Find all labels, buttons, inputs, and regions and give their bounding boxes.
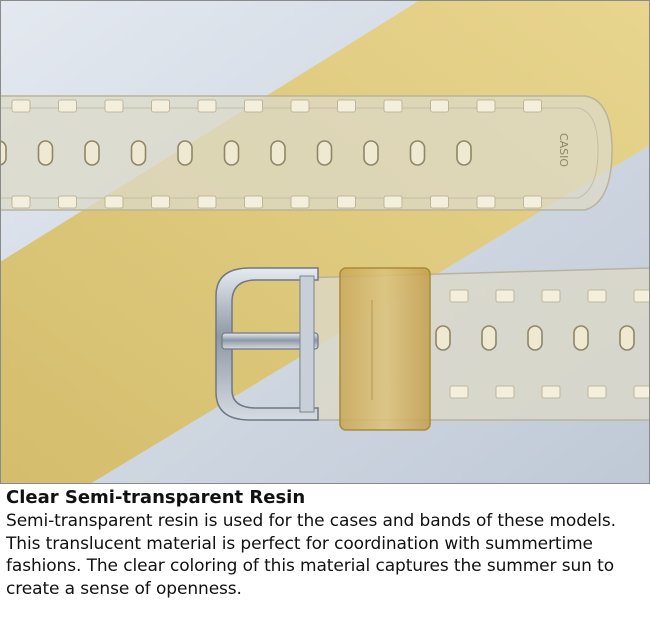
strap-ridge <box>449 289 469 303</box>
buckle <box>215 267 319 421</box>
strap-hole <box>527 325 543 351</box>
strap-ridge <box>11 195 31 209</box>
strap-ridge <box>197 99 217 113</box>
strap-hole <box>0 140 7 166</box>
strap-ridge <box>633 385 650 399</box>
caption: Clear Semi-transparent Resin Semi-transp… <box>6 486 646 600</box>
strap-ridge <box>633 289 650 303</box>
strap-ridge <box>430 195 449 209</box>
strap-ridge <box>244 195 263 209</box>
strap-ridge <box>541 289 561 303</box>
strap-hole <box>177 140 193 166</box>
upper-strap: CASIO <box>0 95 613 211</box>
strap-ridge <box>587 289 607 303</box>
strap-hole <box>270 140 286 166</box>
strap-hole <box>316 140 333 166</box>
strap-hole <box>573 325 589 351</box>
caption-body: Semi-transparent resin is used for the c… <box>6 511 616 599</box>
strap-hole <box>435 325 451 351</box>
strap-hole <box>456 140 472 166</box>
strap-ridge <box>523 195 542 209</box>
strap-ridge <box>476 99 496 113</box>
strap-hole <box>481 325 497 351</box>
strap-ridge <box>337 195 356 209</box>
strap-ridge <box>151 195 170 209</box>
product-photo: CASIO <box>0 0 650 484</box>
strap-hole <box>130 140 147 166</box>
strap-ridge <box>383 195 403 209</box>
strap-ridge <box>58 195 77 209</box>
strap-ridge <box>523 99 542 113</box>
strap-hole <box>37 140 54 166</box>
strap-ridge <box>58 99 77 113</box>
strap-ridge <box>449 385 469 399</box>
strap-ridge <box>244 99 263 113</box>
strap-hole <box>409 140 426 166</box>
strap-ridge <box>151 99 170 113</box>
strap-hole <box>363 140 379 166</box>
strap-ridge <box>541 385 561 399</box>
strap-ridge <box>197 195 217 209</box>
strap-ridge <box>290 195 310 209</box>
strap-ridge <box>104 195 124 209</box>
strap-ridge <box>11 99 31 113</box>
strap-hole <box>619 325 635 351</box>
strap-ridge <box>476 195 496 209</box>
strap-ridge <box>587 385 607 399</box>
strap-hole <box>84 140 100 166</box>
strap-ridge <box>495 289 515 303</box>
strap-ridge <box>337 99 356 113</box>
strap-ridge <box>495 385 515 399</box>
band-keeper <box>339 267 431 431</box>
strap-ridge <box>383 99 403 113</box>
band-imprint: CASIO <box>557 133 570 167</box>
strap-ridge <box>290 99 310 113</box>
strap-ridge <box>104 99 124 113</box>
strap-ridge <box>430 99 449 113</box>
caption-title: Clear Semi-transparent Resin <box>6 487 306 508</box>
strap-hole <box>223 140 240 166</box>
